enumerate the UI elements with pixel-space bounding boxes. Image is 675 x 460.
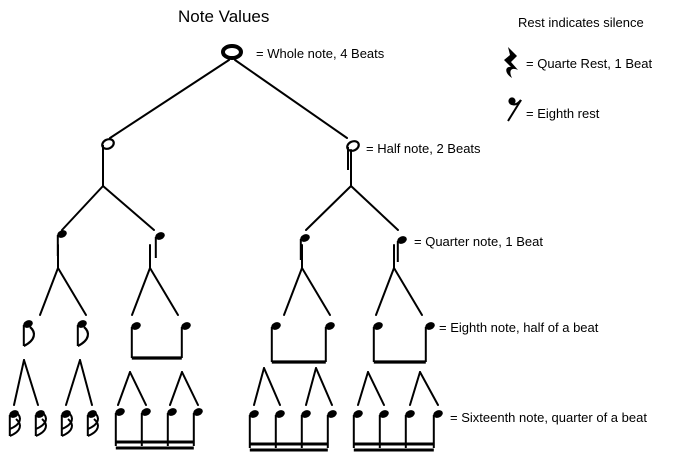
- beamed-sixteenth-group: [248, 410, 337, 452]
- tree-branch-line: [169, 371, 183, 406]
- tree-branch-line: [149, 267, 179, 316]
- tree-branch-line: [102, 185, 155, 231]
- tree-branch-line: [23, 359, 39, 406]
- tree-branch-line: [409, 371, 421, 406]
- eighth-note: [74, 317, 90, 347]
- rest-heading: Rest indicates silence: [518, 15, 644, 30]
- tree-branch-line: [419, 371, 439, 406]
- tree-branch-line: [315, 367, 333, 406]
- quarter-note: [394, 233, 410, 263]
- beamed-sixteenth-group: [114, 408, 203, 450]
- sixteenth-note-label: = Sixteenth note, quarter of a beat: [450, 410, 647, 425]
- tree-branch-line: [263, 367, 281, 406]
- tree-branch-line: [65, 359, 81, 406]
- tree-connectors: [13, 59, 439, 406]
- tree-branch-line: [79, 359, 93, 406]
- tree-branch-line: [109, 59, 230, 139]
- tree-branch-line: [283, 267, 303, 316]
- whole-note-label: = Whole note, 4 Beats: [256, 46, 385, 61]
- tree-branch-line: [305, 367, 317, 406]
- notes-layer: [6, 44, 443, 452]
- tree-branch-line: [357, 371, 369, 406]
- quarter-rest-label: = Quarte Rest, 1 Beat: [526, 56, 653, 71]
- beamed-eighth-pair: [270, 322, 335, 364]
- tree-branch-line: [181, 371, 199, 406]
- sixteenth-note: [6, 407, 22, 437]
- eighth-rest-icon: [507, 97, 522, 122]
- half-note: [346, 140, 360, 170]
- sixteenth-note: [32, 407, 48, 437]
- tree-branch-line: [39, 267, 59, 316]
- quarter-note: [54, 227, 70, 257]
- tree-branch-line: [375, 267, 395, 316]
- quarter-note: [152, 229, 168, 259]
- tree-branch-line: [57, 267, 87, 316]
- tree-branch-line: [393, 267, 423, 316]
- whole-note: [221, 44, 243, 60]
- half-note-label: = Half note, 2 Beats: [366, 141, 481, 156]
- tree-branch-line: [117, 371, 131, 406]
- beamed-eighth-pair: [130, 322, 191, 360]
- sixteenth-note: [84, 407, 100, 437]
- half-note: [101, 138, 115, 168]
- quarter-rest-icon: [504, 47, 518, 78]
- page-title: Note Values: [178, 7, 270, 26]
- tree-branch-line: [61, 185, 104, 231]
- tree-branch-line: [131, 267, 151, 316]
- quarter-note-label: = Quarter note, 1 Beat: [414, 234, 543, 249]
- tree-branch-line: [367, 371, 385, 406]
- tree-branch-line: [253, 367, 265, 406]
- tree-branch-line: [234, 59, 348, 139]
- beamed-eighth-pair: [372, 322, 435, 364]
- quarter-note: [297, 231, 313, 261]
- eighth-note: [20, 317, 36, 347]
- sixteenth-note: [58, 407, 74, 437]
- tree-branch-line: [301, 267, 331, 316]
- tree-branch-line: [129, 371, 147, 406]
- eighth-note-label: = Eighth note, half of a beat: [439, 320, 599, 335]
- tree-branch-line: [350, 185, 399, 231]
- tree-branch-line: [305, 185, 352, 231]
- tree-branch-line: [13, 359, 25, 406]
- eighth-rest-label: = Eighth rest: [526, 106, 600, 121]
- beamed-sixteenth-group: [352, 410, 443, 452]
